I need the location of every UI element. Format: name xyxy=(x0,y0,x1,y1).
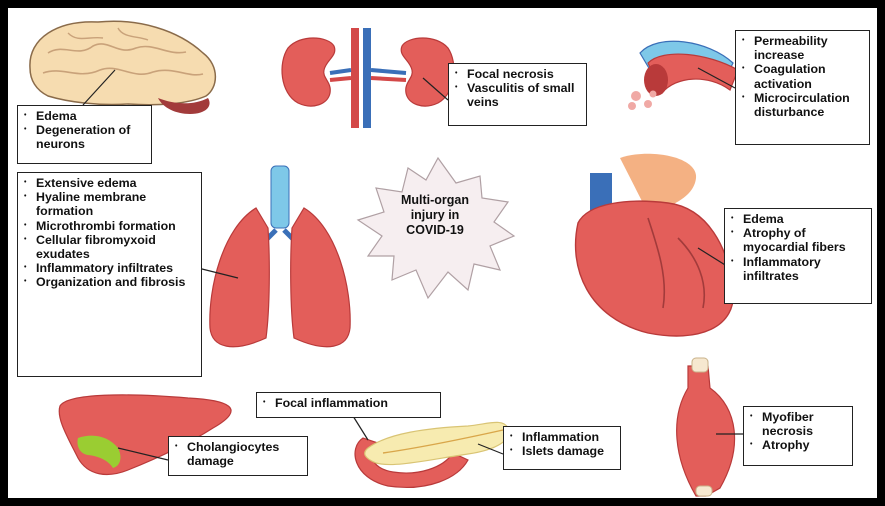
finding-item: Edema xyxy=(24,109,145,123)
finding-item: Permeability increase xyxy=(742,34,863,62)
kidney-icon xyxy=(282,28,454,128)
finding-item: Islets damage xyxy=(510,444,614,458)
finding-item: Cellular fibromyxoid exudates xyxy=(24,233,195,261)
liver-findings-box: Cholangiocytes damage xyxy=(168,436,308,476)
finding-item: Coagulation activation xyxy=(742,62,863,90)
finding-item: Atrophy of myocardial fibers xyxy=(731,226,865,254)
finding-item: Microcirculation disturbance xyxy=(742,91,863,119)
blood-vessel-icon xyxy=(628,41,738,110)
brain-findings-box: Edema Degeneration of neurons xyxy=(17,105,152,164)
finding-item: Vasculitis of small veins xyxy=(455,81,580,109)
finding-item: Extensive edema xyxy=(24,176,195,190)
heart-findings-box: Edema Atrophy of myocardial fibers Infla… xyxy=(724,208,872,304)
pancreas-findings-box: Inflammation Islets damage xyxy=(503,426,621,470)
pancreas-focal-box: Focal inflammation xyxy=(256,392,441,418)
lung-findings-box: Extensive edema Hyaline membrane formati… xyxy=(17,172,202,377)
finding-item: Degeneration of neurons xyxy=(24,123,145,151)
finding-item: Edema xyxy=(731,212,865,226)
brain-icon xyxy=(30,21,215,114)
center-title: Multi-organ injury in COVID-19 xyxy=(380,193,490,238)
finding-item: Focal necrosis xyxy=(455,67,580,81)
finding-item: Hyaline membrane formation xyxy=(24,190,195,218)
finding-item: Inflammatory infiltrates xyxy=(731,255,865,283)
lungs-icon xyxy=(210,166,350,347)
finding-item: Inflammation xyxy=(510,430,614,444)
finding-item: Microthrombi formation xyxy=(24,219,195,233)
vessel-findings-box: Permeability increase Coagulation activa… xyxy=(735,30,870,145)
heart-icon xyxy=(576,154,734,336)
finding-item: Cholangiocytes damage xyxy=(175,440,301,468)
muscle-findings-box: Myofiber necrosis Atrophy xyxy=(743,406,853,466)
muscle-icon xyxy=(677,358,735,496)
finding-item: Atrophy xyxy=(750,438,846,452)
kidney-findings-box: Focal necrosis Vasculitis of small veins xyxy=(448,63,587,126)
finding-item: Organization and fibrosis xyxy=(24,275,195,289)
finding-item: Inflammatory infiltrates xyxy=(24,261,195,275)
pancreas-icon xyxy=(355,422,509,487)
figure-canvas: Multi-organ injury in COVID-19 Edema Deg… xyxy=(8,8,877,498)
finding-item: Myofiber necrosis xyxy=(750,410,846,438)
finding-item: Focal inflammation xyxy=(263,396,434,410)
